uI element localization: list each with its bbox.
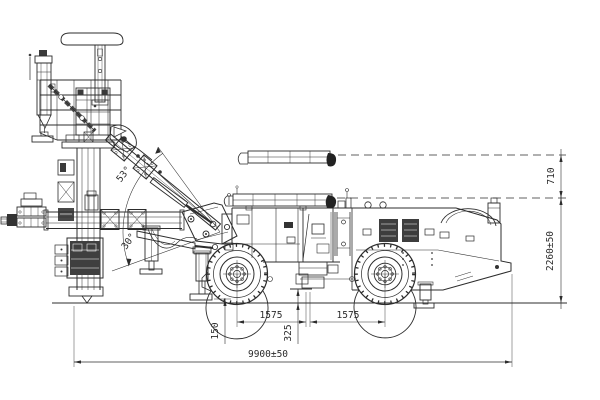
dimension-front-axle-to-center: 1575 — [236, 274, 307, 327]
boom-bracket — [181, 193, 238, 245]
raised-feed-upper — [237, 150, 337, 167]
raised-feed-lower — [223, 185, 337, 211]
engine-grille-2 — [402, 219, 419, 242]
dim-label-boom-swing-up-angle: 53° — [114, 164, 133, 184]
dim-label-feed-height-offset: 710 — [546, 167, 557, 184]
operator-basket — [39, 79, 153, 161]
machine-side-view — [0, 32, 512, 340]
boom-cylinder — [149, 176, 217, 228]
horizontal-feed-beam — [0, 190, 218, 275]
outrigger-front — [189, 246, 213, 301]
hanging-drill — [28, 50, 56, 143]
dimension-transport-height: 2260±50 — [545, 192, 563, 309]
operator-cab — [302, 207, 334, 263]
rear-hose-arc — [440, 208, 497, 227]
rock-drill — [0, 192, 47, 228]
u-joint-rear — [349, 276, 355, 282]
outrigger-rear — [413, 281, 435, 309]
drill-mast — [54, 126, 127, 304]
dim-label-boom-swing-down-angle: 30° — [120, 231, 139, 251]
drill-carriage — [66, 237, 104, 279]
dim-label-front-jack-ground-clearance: 150 — [210, 322, 221, 339]
dimension-front-jack-ground-clearance: 150 — [210, 298, 231, 344]
dim-label-transport-height: 2260±50 — [545, 231, 556, 271]
dimension-overall-length: 9900±50 — [73, 274, 513, 367]
chassis-rear — [352, 197, 512, 339]
dim-label-overall-length: 9900±50 — [248, 349, 288, 360]
canopy — [60, 32, 124, 106]
dim-label-front-axle-to-center: 1575 — [260, 310, 283, 321]
engine-grille-1 — [379, 219, 398, 242]
dimension-feed-height-offset: 710 — [546, 149, 563, 204]
dimension-belly-ground-clearance: 325 — [283, 289, 300, 344]
feed-support-jack — [139, 225, 163, 275]
dim-label-center-to-rear-axle: 1575 — [337, 310, 360, 321]
dim-label-belly-ground-clearance: 325 — [283, 324, 294, 341]
u-joint-front — [267, 276, 273, 282]
dimension-center-to-rear-axle: 1575 — [309, 274, 386, 327]
